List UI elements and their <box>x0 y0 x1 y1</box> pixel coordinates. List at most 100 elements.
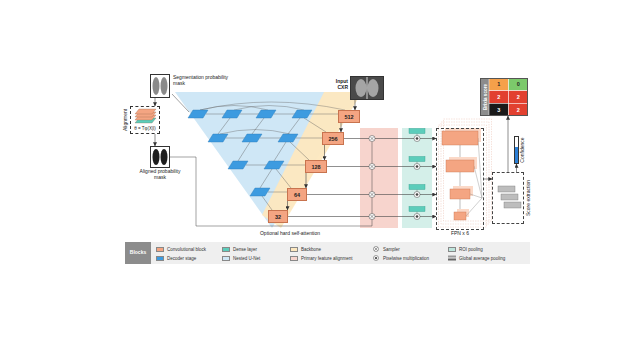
mask-lung <box>161 77 168 95</box>
conv-block: 64 <box>287 188 307 201</box>
decoder-block <box>278 134 298 142</box>
decoder-block <box>256 110 276 118</box>
connector <box>306 173 307 188</box>
upsample-link <box>262 196 272 210</box>
connector <box>355 100 356 110</box>
fpn-block <box>446 160 474 172</box>
fpn-block <box>454 212 466 220</box>
connector <box>155 98 156 106</box>
fpn-repeat <box>441 122 489 224</box>
decoder-block <box>242 134 262 142</box>
decoder-block <box>188 110 208 118</box>
dense-link <box>226 138 245 139</box>
mask-lung <box>153 77 160 95</box>
mask-image: Aligned probability mask <box>150 146 170 168</box>
dense-link <box>417 190 418 192</box>
gap-symbol <box>448 259 456 261</box>
conv-block: 512 <box>338 110 360 123</box>
multiply-symbol <box>414 214 420 220</box>
dense-block <box>409 185 425 190</box>
node-label: Aligned probability mask <box>136 169 184 180</box>
sampler-cross <box>370 137 374 141</box>
dense-link <box>274 114 295 115</box>
dense-link <box>246 165 267 166</box>
upsample-link <box>238 142 250 161</box>
alignment-box: Alignmentθ = Tφ(X|I) <box>130 106 160 134</box>
dense-block <box>409 207 425 212</box>
backbone-band <box>262 92 362 228</box>
note-label: Optional hard self-attention <box>260 231 320 237</box>
legend-item: Backbone <box>290 246 321 252</box>
legend-item: Pixelwise multiplication <box>372 255 429 261</box>
connector <box>484 179 492 180</box>
conv-block: 256 <box>322 132 344 145</box>
conv-block: 128 <box>305 160 327 173</box>
dense-link <box>417 134 418 136</box>
multiply-dot <box>416 137 419 140</box>
node-label: Score extraction <box>526 180 532 216</box>
upsample-link <box>274 142 286 161</box>
mask-ground <box>150 146 170 168</box>
dense-link <box>206 114 225 115</box>
multiply-symbol <box>414 136 420 142</box>
table-cell: 3 <box>497 107 500 113</box>
legend-ground <box>125 242 530 264</box>
input-image: Input CXR <box>350 76 384 100</box>
grid-header <box>480 78 489 116</box>
mask-lung <box>153 149 160 165</box>
decoder-block <box>250 188 270 196</box>
decoder-wires <box>172 94 345 210</box>
legend-swatch <box>222 256 230 261</box>
confidence-bar: Confidence <box>514 136 519 164</box>
pooling-slab <box>501 194 518 200</box>
upsample-link <box>276 169 291 188</box>
sampler-symbol <box>369 136 375 142</box>
legend-title-ground <box>125 242 151 264</box>
legend-text: Sampler <box>383 247 400 252</box>
dense-link <box>282 165 305 166</box>
output-link <box>172 94 189 112</box>
connector <box>341 123 342 132</box>
connector <box>344 138 436 139</box>
legend-text: Primary feature alignment <box>301 256 353 261</box>
grid-cell <box>489 91 509 104</box>
upsample-link <box>288 118 300 134</box>
legend-item: Dense layer <box>222 246 257 252</box>
dense-link <box>296 138 322 139</box>
multiply-symbol <box>414 164 420 170</box>
alignment-column <box>360 128 398 228</box>
legend-text: Pixelwise multiplication <box>383 256 429 261</box>
feature-layer <box>135 109 156 114</box>
legend-text: ROI pooling <box>459 247 483 252</box>
decoder-block <box>264 161 284 169</box>
legend-item: Sampler <box>372 246 400 252</box>
node-label: 256 <box>328 135 337 141</box>
mask-image: Segmentation probability mask <box>150 74 170 98</box>
multiply-dot <box>416 193 419 196</box>
sampler-symbol <box>369 164 375 170</box>
legend-item: Global average pooling <box>448 255 505 261</box>
multiply-symbol <box>374 256 379 261</box>
legend-text: Dense layer <box>233 247 257 252</box>
grid-cell <box>509 103 529 116</box>
table-cell: 0 <box>517 81 520 87</box>
fpn-block <box>442 131 478 145</box>
connector <box>516 164 517 172</box>
multiply-dot <box>416 165 419 168</box>
conv-block: 32 <box>268 210 288 223</box>
upsample-link <box>260 169 272 188</box>
legend-text: Decoder stage <box>167 256 196 261</box>
connector <box>508 116 509 172</box>
dense-block <box>409 157 425 162</box>
sampler-cross <box>370 165 374 169</box>
upsample-link <box>290 142 309 160</box>
legend-title: Blocks <box>130 250 146 256</box>
mask-ground <box>150 74 170 98</box>
fpn-repeat <box>439 125 487 227</box>
xray-spine <box>367 77 368 99</box>
dense-link <box>260 138 281 139</box>
legend-swatch <box>290 256 298 261</box>
node-label: Segmentation probability mask <box>173 75 231 86</box>
legend-item: ROI pooling <box>448 246 483 252</box>
xray-image <box>350 76 384 100</box>
